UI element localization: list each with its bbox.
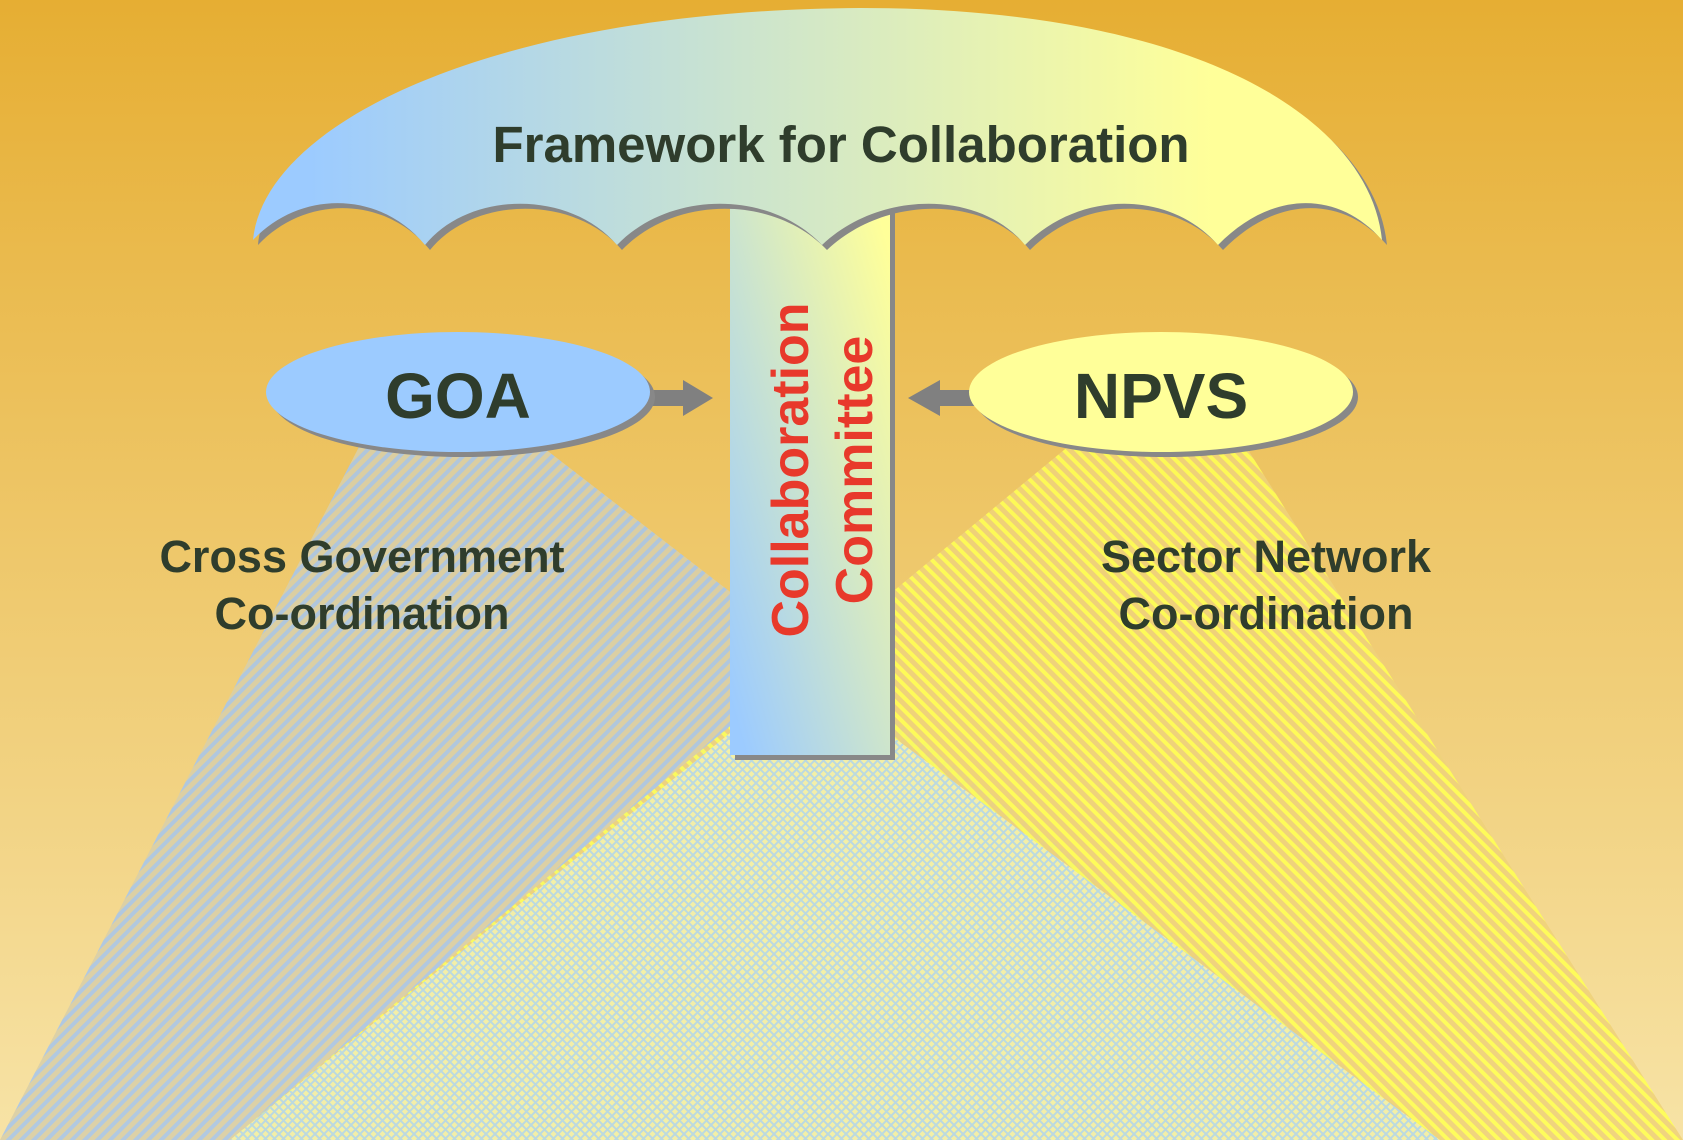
- npvs-label: NPVS: [1074, 360, 1248, 432]
- goa-node: [266, 332, 655, 457]
- left-caption-line1: Cross Government: [159, 531, 564, 582]
- right-caption-line1: Sector Network: [1101, 531, 1432, 582]
- goa-label: GOA: [385, 360, 531, 432]
- umbrella-canopy: [253, 8, 1387, 250]
- right-caption-line2: Co-ordination: [1119, 588, 1414, 639]
- beam-overlap-area: [230, 672, 1440, 1140]
- collaboration-committee-box: [730, 195, 895, 760]
- committee-label-line1: Collaboration: [762, 302, 820, 637]
- npvs-node: [969, 332, 1358, 457]
- umbrella-title: Framework for Collaboration: [492, 116, 1189, 173]
- goa-to-committee-arrow: [650, 380, 713, 416]
- left-caption-line2: Co-ordination: [215, 588, 510, 639]
- committee-label-line2: Committee: [826, 336, 884, 605]
